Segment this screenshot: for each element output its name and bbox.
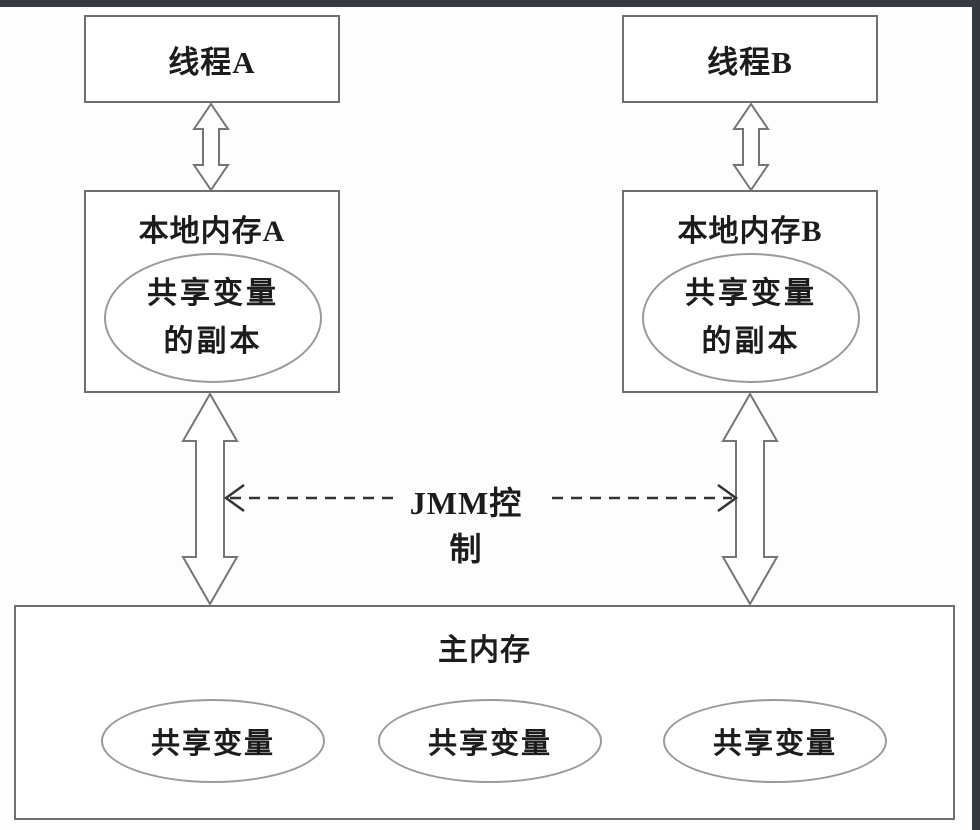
local-memory-a-title: 本地内存A <box>138 215 286 248</box>
jmm-arrowhead-right <box>717 483 739 513</box>
thread-b-label: 线程B <box>707 44 793 80</box>
jmm-arrowhead-left <box>223 483 245 513</box>
shared-variable-copy-ellipse-a: 共享变量 的副本 <box>104 253 322 383</box>
shared-variable-label: 共享变量 <box>150 728 275 760</box>
thread-b-box: 线程B <box>622 15 878 103</box>
shared-variable-copy-line2: 的副本 <box>701 325 801 358</box>
double-arrow-thread-a-local-a <box>192 102 230 192</box>
local-memory-a-box: 本地内存A 共享变量 的副本 <box>84 190 340 393</box>
shared-variable-copy-line1: 共享变量 <box>147 277 279 310</box>
double-arrow-local-a-main-memory <box>181 391 239 607</box>
jmm-control-label: JMM控制 <box>398 478 534 570</box>
double-arrow-thread-b-local-b <box>732 102 770 192</box>
shared-variable-copy-line2: 的副本 <box>163 325 263 358</box>
shared-variable-copy-ellipse-b: 共享变量 的副本 <box>642 253 860 383</box>
double-arrow-local-b-main-memory <box>721 391 779 607</box>
right-frame-bar <box>972 0 980 830</box>
main-memory-title: 主内存 <box>438 634 531 667</box>
local-memory-b-box: 本地内存B 共享变量 的副本 <box>622 190 878 393</box>
top-frame-bar <box>0 0 980 7</box>
local-memory-b-title: 本地内存B <box>677 215 823 248</box>
shared-variable-copy-line1: 共享变量 <box>685 277 817 310</box>
shared-variable-ellipse: 共享变量 <box>101 699 325 783</box>
shared-variable-label: 共享变量 <box>427 728 552 760</box>
main-memory-box: 主内存 共享变量 共享变量 共享变量 <box>14 605 955 820</box>
thread-a-label: 线程A <box>168 44 256 80</box>
shared-variable-ellipse: 共享变量 <box>378 699 602 783</box>
thread-a-box: 线程A <box>84 15 340 103</box>
shared-variable-ellipse: 共享变量 <box>663 699 887 783</box>
shared-variable-label: 共享变量 <box>712 728 837 760</box>
